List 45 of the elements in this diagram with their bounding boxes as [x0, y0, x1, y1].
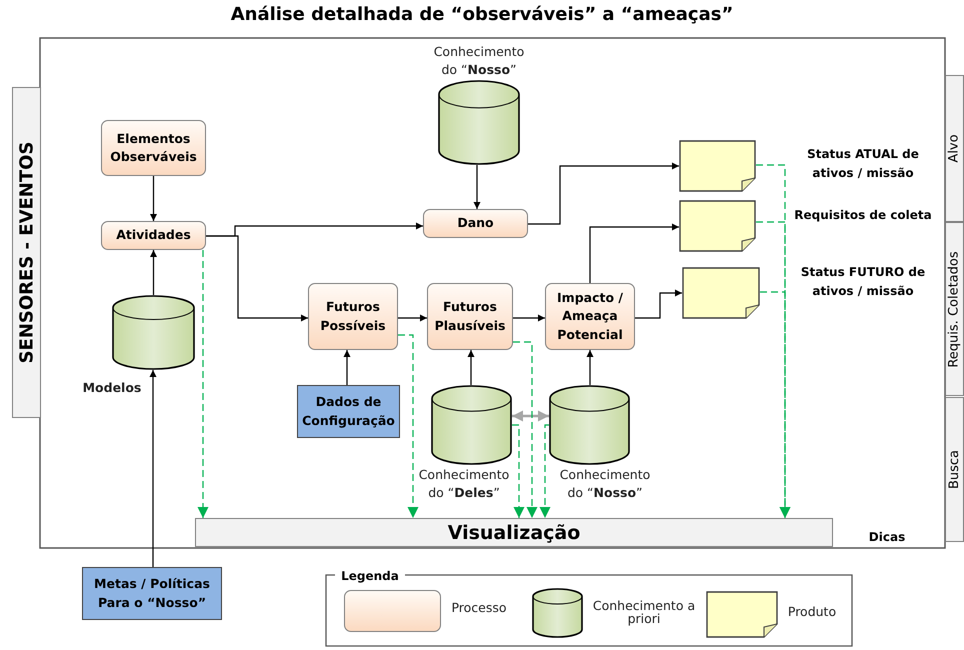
arrow	[150, 176, 157, 221]
arrow	[586, 350, 594, 385]
legend-label: Produto	[786, 606, 838, 618]
process-box: Dano	[423, 209, 528, 238]
tab-label: Alvo	[947, 134, 962, 163]
process-box: Futuros Plausíveis	[427, 283, 513, 350]
cylinder-label: Conhecimento do “Nosso”	[432, 43, 526, 80]
arrow	[528, 162, 679, 225]
arrow	[398, 314, 427, 322]
process-box: Futuros Possíveis	[308, 283, 398, 350]
arrow	[344, 350, 350, 385]
dashed-arrow	[198, 250, 208, 518]
cylinder-label: Conhecimento do “Deles”	[418, 466, 510, 502]
dashed-arrow	[513, 341, 538, 518]
band-label: SENSORES - EVENTOS	[16, 142, 37, 364]
tab-label: Requis. Coletados	[947, 250, 962, 368]
visualization-bar: Visualização	[195, 518, 833, 547]
arrow	[474, 165, 480, 209]
dashed-arrow	[512, 424, 524, 518]
side-tab	[945, 397, 964, 542]
dashed-arrow	[760, 291, 790, 518]
dashed-arrow	[398, 334, 418, 518]
cylinder-label: Modelos	[82, 379, 142, 397]
arrow	[589, 224, 679, 283]
process-box: Atividades	[101, 221, 206, 250]
arrow	[150, 370, 156, 567]
legend-label: Processo	[450, 602, 508, 614]
legend-label: Conhecimento a priori	[592, 600, 696, 625]
input-box: Metas / Políticas Para o “Nosso”	[82, 567, 222, 620]
arrow	[513, 314, 545, 322]
arrow	[150, 250, 157, 295]
arrow	[468, 350, 474, 385]
process-box: Elementos Observáveis	[101, 120, 206, 176]
diagram-title: Análise detalhada de “observáveis” a “ameaças”	[230, 4, 734, 25]
process-box: Impacto / Ameaça Potencial	[545, 283, 635, 350]
cylinder-label: Conhecimento do “Nosso”	[558, 466, 652, 502]
arrow	[206, 235, 308, 322]
input-box: Dados de Configuração	[297, 385, 400, 438]
side-tab	[945, 222, 964, 396]
side-band	[12, 87, 41, 418]
side-tab	[945, 75, 964, 222]
arrow	[512, 410, 549, 422]
tab-label: Busca	[947, 450, 962, 490]
dashed-arrow	[540, 424, 550, 518]
arrow	[635, 290, 682, 319]
